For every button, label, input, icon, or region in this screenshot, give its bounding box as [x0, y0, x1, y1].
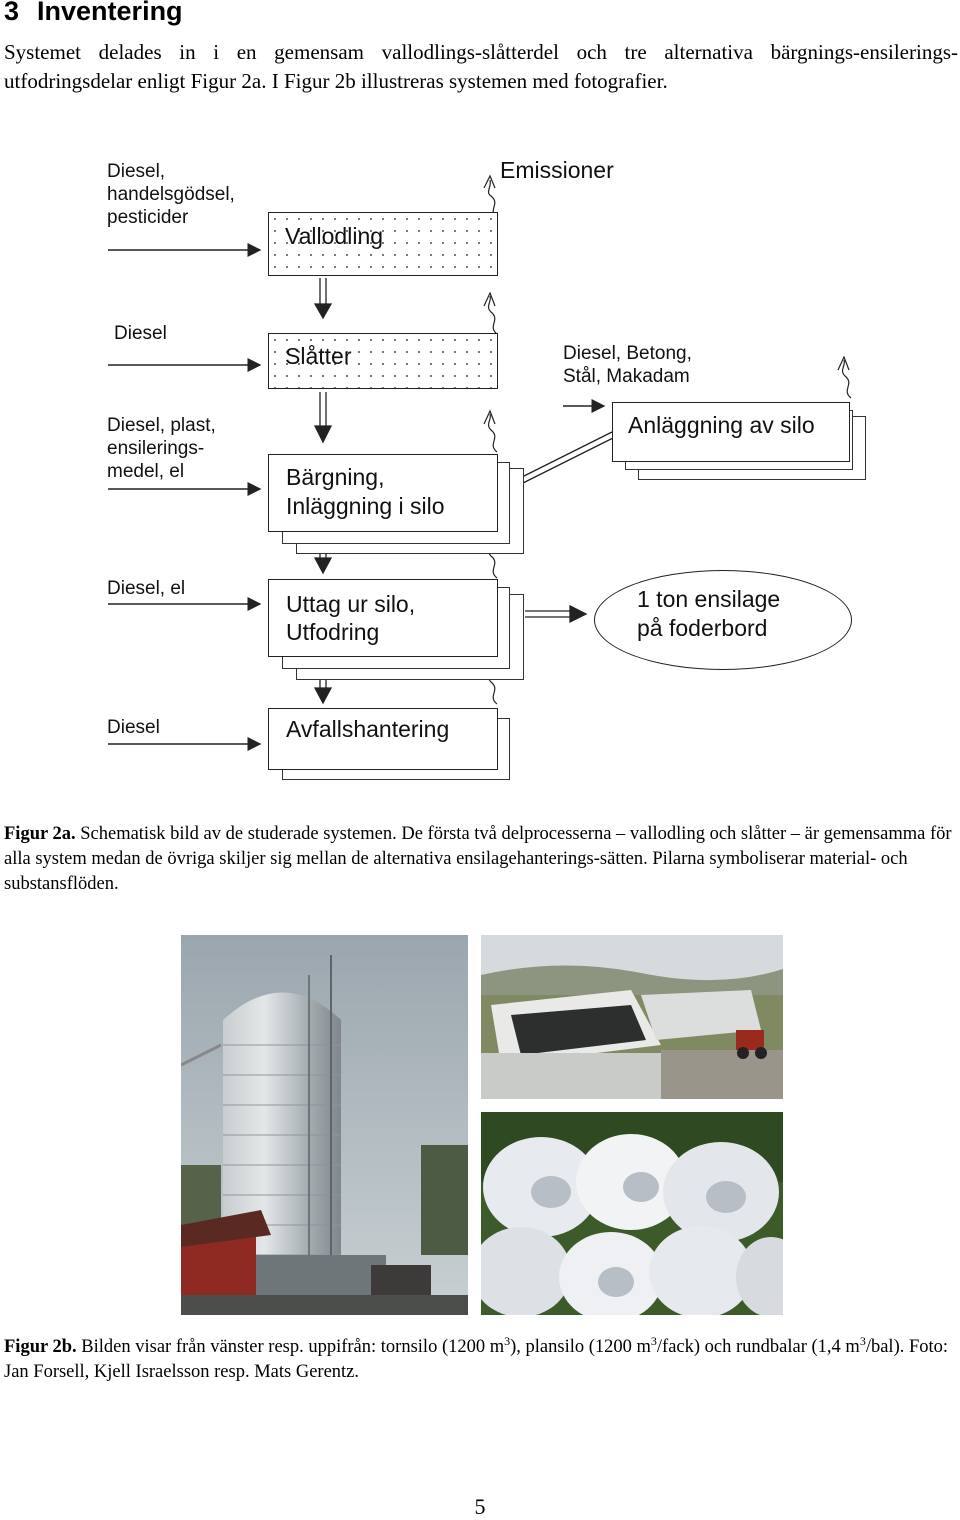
process-label-uttag-2: Utfodring [286, 619, 380, 645]
diagram-arrows [108, 174, 852, 751]
input-label-uttag: Diesel, el [107, 578, 186, 599]
page-number: 5 [474, 1494, 486, 1519]
process-label-uttag-1: Uttag ur silo, [286, 591, 416, 617]
output-oval: 1 ton ensilage på foderbord [594, 570, 852, 670]
photo-round-bales [481, 1112, 783, 1315]
section-heading: 3 Inventering [4, 0, 183, 27]
flow-arrow-1 [313, 278, 333, 320]
figure-2b-label: Figur 2b. [4, 1337, 77, 1358]
output-label-1: 1 ton ensilage [637, 586, 781, 612]
photo-bunker-silo [481, 935, 783, 1099]
process-box-bargning: Bärgning, Inläggning i silo [268, 454, 498, 532]
output-label-2: på foderbord [637, 615, 768, 641]
figure-2b-sup-3: 3 [859, 1334, 866, 1348]
figure-2b-text-4: /bal). Foto: Jan Forsell, Kjell Israelss… [4, 1337, 949, 1383]
tower-silo-image [181, 935, 468, 1315]
round-bales-image [481, 1112, 783, 1315]
process-box-silo: Anläggning av silo [612, 402, 850, 462]
process-label-slatter: Slåtter [285, 343, 352, 369]
intro-paragraph: Systemet delades in i en gemensam vallod… [4, 40, 958, 93]
process-box-vallodling: Vallodling [268, 212, 498, 276]
bunker-silo-image [481, 935, 783, 1099]
process-box-avfall: Avfallshantering [268, 708, 498, 770]
emission-squiggle [487, 295, 498, 335]
input-label-silo: Diesel, Betong, Stål, Makadam [563, 343, 692, 387]
emission-squiggle [841, 359, 852, 399]
process-box-slatter: Slåtter [268, 333, 498, 389]
process-label-bargning-2: Inläggning i silo [286, 493, 445, 519]
emissions-label: Emissioner [500, 157, 614, 183]
process-label-bargning-1: Bärgning, [286, 464, 385, 490]
emission-squiggle [487, 413, 498, 453]
input-label-slatter: Diesel [114, 323, 167, 344]
figure-2b-caption: Figur 2b. Bilden visar från vänster resp… [4, 1329, 956, 1385]
uttag-to-output-arrow [525, 604, 588, 624]
figure-2a-caption: Figur 2a. Schematisk bild av de studerad… [4, 822, 956, 897]
system-diagram: Diesel, handelsgödsel, pesticider Diesel… [107, 157, 866, 780]
figure-2b-sup-2: 3 [650, 1334, 657, 1348]
process-label-vallodling: Vallodling [285, 223, 384, 249]
process-box-uttag: Uttag ur silo, Utfodring [268, 579, 498, 657]
figure-2a-label: Figur 2a. [4, 824, 76, 844]
photo-tower-silo [181, 935, 468, 1315]
figure-2b-text-3: /fack) och rundbalar (1,4 m [656, 1337, 860, 1358]
emission-squiggle [487, 179, 498, 219]
figure-2a-text: Schematisk bild av de studerade systemen… [4, 824, 952, 894]
input-label-bargning: Diesel, plast, ensilerings-medel, el [107, 415, 216, 482]
figure-2b-sup-1: 3 [504, 1334, 511, 1348]
section-title: Inventering [37, 0, 183, 26]
figure-2b-text-2: ), plansilo (1200 m [510, 1337, 651, 1358]
figure-2b-text-1: Bilden visar från vänster resp. uppifrån… [76, 1337, 505, 1358]
section-number: 3 [4, 0, 20, 26]
process-label-avfall: Avfallshantering [286, 716, 450, 742]
input-label-vallodling: Diesel, handelsgödsel, pesticider [107, 161, 235, 228]
input-label-avfall: Diesel [107, 717, 160, 738]
flow-arrow-2 [313, 392, 333, 444]
process-label-silo: Anläggning av silo [628, 412, 815, 438]
